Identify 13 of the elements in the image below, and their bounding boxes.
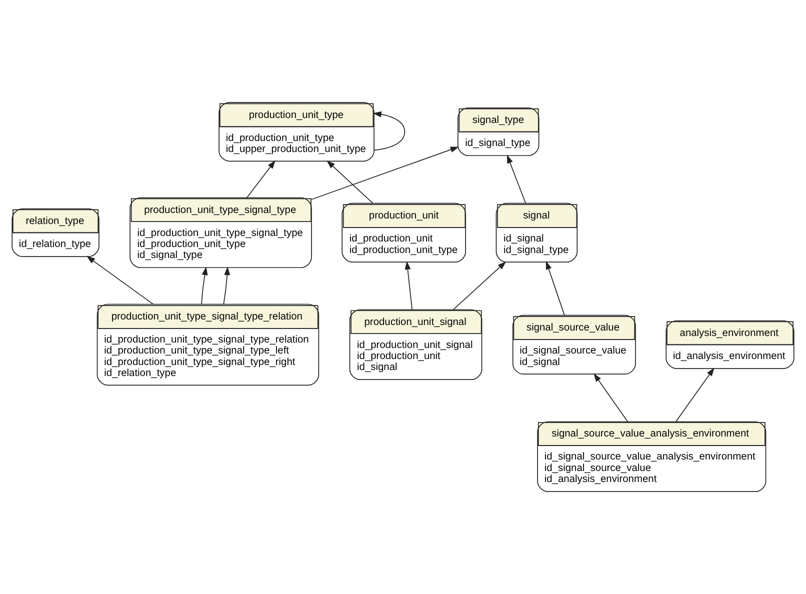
arrow <box>201 266 208 304</box>
arrow <box>452 261 506 310</box>
arrow <box>372 111 406 151</box>
arrow <box>223 266 230 304</box>
arrow <box>594 373 628 422</box>
arrow <box>404 260 412 310</box>
arrow <box>86 256 154 305</box>
arrow <box>506 154 526 204</box>
arrow <box>311 146 459 200</box>
arrow <box>246 160 276 198</box>
arrow <box>676 368 714 422</box>
arrow <box>546 260 565 316</box>
arrow <box>326 160 374 204</box>
